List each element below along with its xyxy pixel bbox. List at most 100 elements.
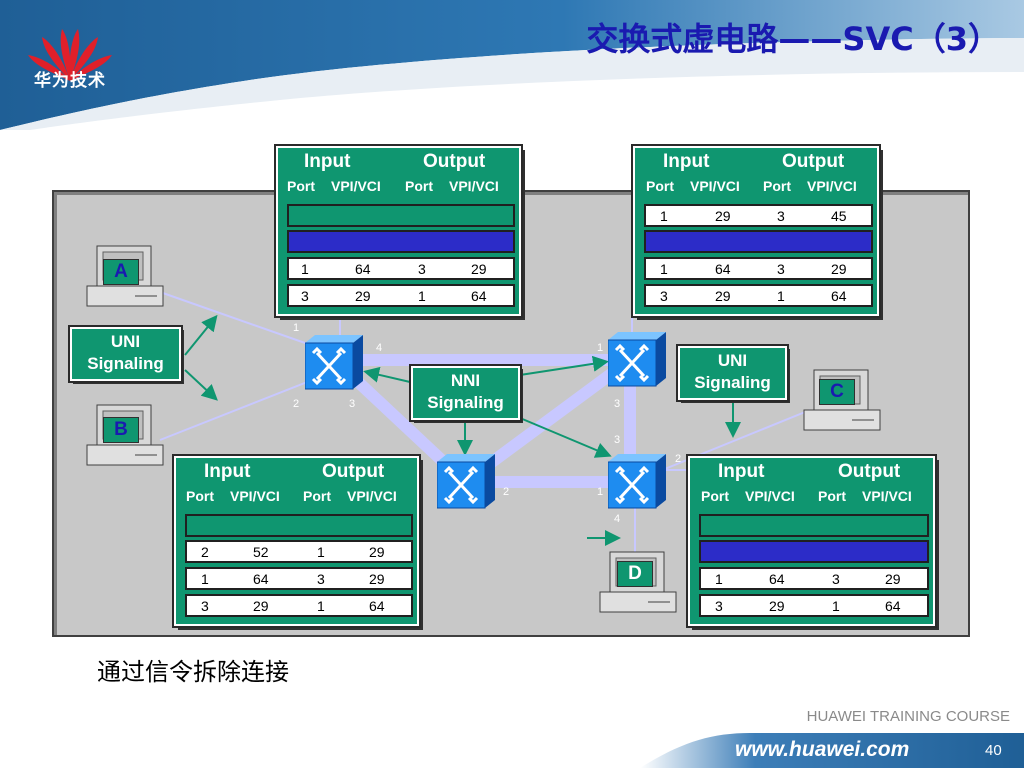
subheader-port: Port — [763, 178, 791, 194]
cell: 1 — [317, 544, 325, 560]
header-input: Input — [204, 461, 251, 482]
brand-name: 华为技术 — [34, 71, 106, 91]
port-label: 2 — [675, 453, 682, 465]
header-output: Output — [322, 461, 385, 482]
cell: 29 — [715, 288, 731, 304]
uni-signaling-right: UNI Signaling — [676, 344, 789, 402]
website-link[interactable]: www.huawei.com — [735, 738, 910, 761]
cell: 3 — [777, 261, 785, 277]
cell: 29 — [715, 208, 731, 224]
cell: 64 — [831, 288, 847, 304]
subheader-port: Port — [405, 178, 433, 194]
cell: 64 — [471, 288, 487, 304]
port-label: 3 — [614, 398, 621, 410]
cell: 1 — [715, 571, 723, 587]
vc-table-bottom-right: Input Output Port VPI/VCI Port VPI/VCI 1… — [686, 454, 937, 628]
subheader-port: Port — [818, 488, 846, 504]
host-c-label: C — [819, 379, 855, 405]
cell: 3 — [715, 598, 723, 614]
signaling-arrows — [184, 314, 741, 546]
header-input: Input — [718, 461, 765, 482]
cell: 1 — [317, 598, 325, 614]
subheader-vpivci: VPI/VCI — [690, 178, 740, 194]
vc-table-bottom-left: Input Output Port VPI/VCI Port VPI/VCI 2… — [172, 454, 421, 628]
table-row-cleared — [699, 514, 929, 537]
subheader-vpivci: VPI/VCI — [807, 178, 857, 194]
port-label: 4 — [376, 342, 383, 354]
cell: 3 — [317, 571, 325, 587]
subheader-vpivci: VPI/VCI — [347, 488, 397, 504]
cell: 29 — [369, 571, 385, 587]
cell: 45 — [831, 208, 847, 224]
sig-line: Signaling — [87, 354, 164, 373]
subheader-vpivci: VPI/VCI — [745, 488, 795, 504]
cell: 29 — [355, 288, 371, 304]
cell: 29 — [253, 598, 269, 614]
subheader-port: Port — [303, 488, 331, 504]
table-row: 1 29 3 45 — [644, 204, 873, 227]
cell: 64 — [369, 598, 385, 614]
subheader-vpivci: VPI/VCI — [862, 488, 912, 504]
table-row: 1 64 3 29 — [699, 567, 929, 590]
atm-switch-icon — [608, 332, 666, 387]
subheader-port: Port — [186, 488, 214, 504]
cell: 3 — [418, 261, 426, 277]
header-input: Input — [663, 151, 710, 172]
cell: 29 — [769, 598, 785, 614]
slide-title: 交换式虚电路——SVC（3） — [586, 20, 1000, 58]
huawei-logo-icon — [28, 29, 112, 81]
cell: 64 — [355, 261, 371, 277]
port-label: 3 — [614, 434, 621, 446]
sig-line: UNI — [717, 351, 748, 370]
cell: 1 — [301, 261, 309, 277]
cell: 2 — [201, 544, 209, 560]
cell: 3 — [660, 288, 668, 304]
port-label: 2 — [293, 398, 300, 410]
sig-line: NNI — [450, 371, 481, 390]
footer-band — [640, 733, 1024, 768]
cell: 29 — [885, 571, 901, 587]
port-label: 2 — [503, 486, 510, 498]
subheader-port: Port — [701, 488, 729, 504]
table-row: 3 29 1 64 — [644, 284, 873, 307]
slide-caption: 通过信令拆除连接 — [97, 658, 289, 686]
cell: 52 — [253, 544, 269, 560]
port-label: 1 — [597, 486, 604, 498]
table-row: 3 29 1 64 — [287, 284, 515, 307]
port-label: 1 — [293, 322, 300, 334]
uni-signaling-left: UNI Signaling — [68, 325, 183, 383]
table-row: 1 64 3 29 — [185, 567, 413, 590]
header-output: Output — [782, 151, 845, 172]
table-row-cleared — [287, 204, 515, 227]
cell: 3 — [777, 208, 785, 224]
cell: 64 — [715, 261, 731, 277]
cell: 64 — [885, 598, 901, 614]
atm-switch-icon — [305, 335, 363, 390]
cell: 1 — [418, 288, 426, 304]
cell: 3 — [201, 598, 209, 614]
table-row: 3 29 1 64 — [699, 594, 929, 617]
atm-switch-icon — [437, 454, 495, 509]
host-d-label: D — [617, 561, 653, 587]
sig-line: UNI — [110, 332, 141, 351]
subheader-vpivci: VPI/VCI — [331, 178, 381, 194]
nni-signaling: NNI Signaling — [409, 364, 522, 422]
host-a-label: A — [103, 259, 139, 285]
cell: 29 — [471, 261, 487, 277]
cell: 1 — [777, 288, 785, 304]
vc-table-top-left: Input Output Port VPI/VCI Port VPI/VCI 1… — [274, 144, 523, 318]
subheader-port: Port — [287, 178, 315, 194]
cell: 1 — [201, 571, 209, 587]
cell: 64 — [253, 571, 269, 587]
table-row-cleared — [699, 540, 929, 563]
subheader-vpivci: VPI/VCI — [449, 178, 499, 194]
cell: 64 — [769, 571, 785, 587]
header-band — [0, 0, 1024, 130]
sig-line: Signaling — [694, 373, 771, 392]
table-row: 1 64 3 29 — [287, 257, 515, 280]
cell: 1 — [832, 598, 840, 614]
vc-table-top-right: Input Output Port VPI/VCI Port VPI/VCI 1… — [631, 144, 881, 318]
subheader-vpivci: VPI/VCI — [230, 488, 280, 504]
table-row-cleared — [644, 230, 873, 253]
table-row: 2 52 1 29 — [185, 540, 413, 563]
